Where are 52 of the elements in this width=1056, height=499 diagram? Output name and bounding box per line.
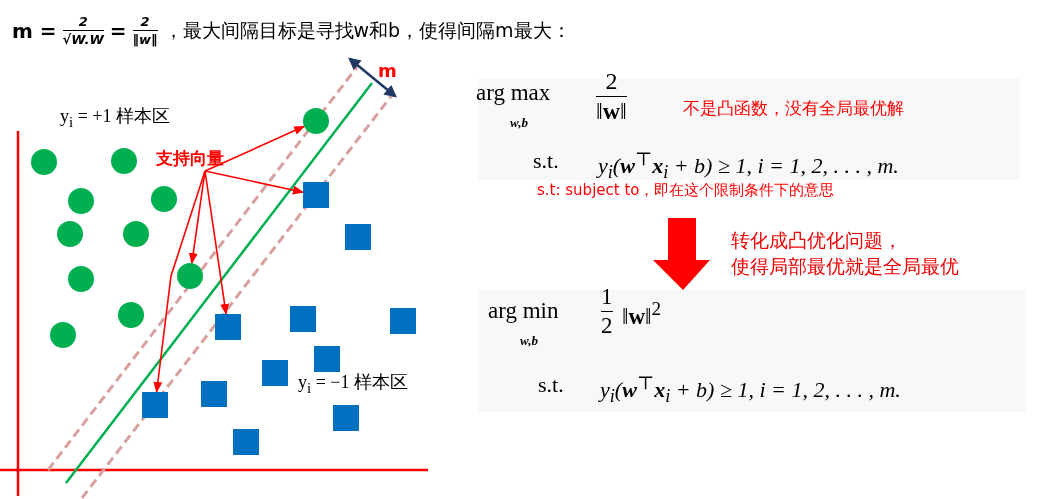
data-point bbox=[151, 186, 177, 212]
constraint-formula: y$_{i}$(w$^{⊤}$x$_{i}$ + b) ≥ 1, i = 1, 2, . . . , m. bbox=[598, 153, 899, 179]
formula-text: s.t. bbox=[538, 372, 564, 397]
region-label: y$_{i}$ = +1 样本区 bbox=[60, 106, 170, 126]
constraint-formula: y$_{i}$(w$^{⊤}$x$_{i}$ + b) ≥ 1, i = 1, 2, . . . , m. bbox=[600, 377, 901, 403]
data-point bbox=[111, 148, 137, 174]
formula-text: = bbox=[109, 18, 127, 43]
formula-text: m = bbox=[12, 18, 57, 43]
data-point bbox=[333, 405, 359, 431]
data-point bbox=[68, 188, 94, 214]
arrow bbox=[204, 170, 230, 316]
formula-operator: arg min bbox=[488, 298, 559, 323]
fraction-denominator: ‖w‖ bbox=[596, 98, 627, 125]
data-point bbox=[177, 263, 203, 289]
callout-label: 支持向量 bbox=[150, 145, 230, 171]
data-point bbox=[390, 308, 416, 334]
data-point bbox=[262, 360, 288, 386]
region-label: y$_{i}$ = −1 样本区 bbox=[298, 372, 408, 392]
note-text: 不是凸函数，没有全局最优解 bbox=[683, 98, 904, 118]
formula-text: s.t. bbox=[533, 148, 559, 173]
fraction-numerator: 2 bbox=[78, 14, 88, 29]
heading-text: ，最大间隔目标是寻找w和b，使得间隔m最大： bbox=[163, 17, 571, 43]
data-point bbox=[118, 302, 144, 328]
formula-subscript: w,b bbox=[520, 333, 538, 348]
data-point bbox=[303, 182, 329, 208]
data-point bbox=[50, 322, 76, 348]
formula-subscript: w,b bbox=[510, 115, 528, 130]
data-point bbox=[215, 314, 241, 340]
fraction-denominator: √W.W bbox=[62, 32, 104, 47]
data-point bbox=[345, 224, 371, 250]
data-point bbox=[123, 221, 149, 247]
data-point bbox=[142, 392, 168, 418]
data-point bbox=[201, 381, 227, 407]
data-point bbox=[57, 221, 83, 247]
fraction-numerator: 2 bbox=[605, 68, 618, 95]
formula-operator: arg max bbox=[476, 80, 551, 105]
data-point bbox=[290, 306, 316, 332]
margin-label: m bbox=[378, 60, 397, 81]
fraction-denominator: ‖w‖ bbox=[132, 32, 158, 47]
fraction-numerator: 1 bbox=[601, 284, 613, 310]
arrow bbox=[204, 125, 306, 172]
arrow bbox=[204, 170, 305, 195]
formula-text: ‖w‖$^{2}$ bbox=[622, 303, 662, 329]
data-point bbox=[314, 346, 340, 372]
data-point bbox=[233, 429, 259, 455]
arrow bbox=[153, 170, 206, 394]
data-point bbox=[303, 108, 329, 134]
fraction-denominator: 2 bbox=[601, 313, 613, 339]
data-point bbox=[31, 149, 57, 175]
data-point bbox=[68, 266, 94, 292]
fraction-numerator: 2 bbox=[140, 14, 150, 29]
note-text: s.t: subject to，即在这个限制条件下的意思 bbox=[537, 181, 835, 199]
